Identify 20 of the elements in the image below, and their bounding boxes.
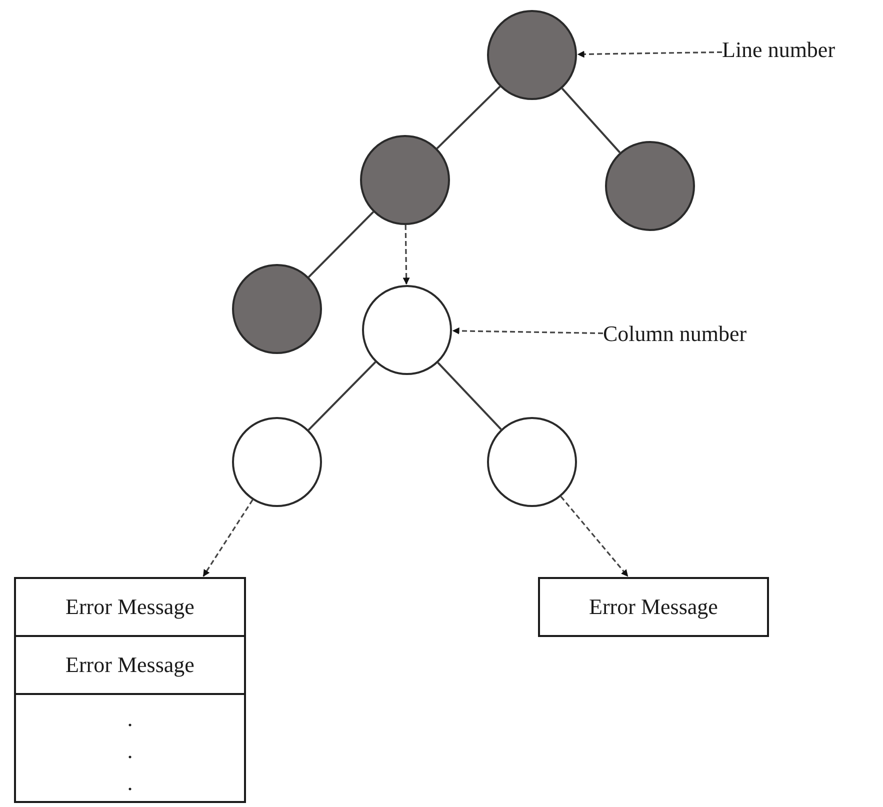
dashed-arrow — [577, 50, 722, 58]
dashed-arrow — [452, 327, 604, 334]
error-message-text: Error Message — [589, 594, 718, 620]
message-stack — [14, 577, 246, 803]
tree-branch-line — [308, 361, 376, 431]
message-box — [538, 577, 769, 637]
ellipsis-dot: . — [127, 737, 133, 765]
ellipsis-dot: . — [127, 769, 133, 797]
ellipsis-dot: . — [127, 705, 133, 733]
error-message-text: Error Message — [66, 594, 194, 620]
dashed-arrow — [402, 224, 410, 285]
callout-label: Column number — [603, 322, 747, 346]
tree-branch-line — [308, 211, 374, 278]
tree-branch-line — [437, 362, 502, 430]
dashed-arrow — [202, 499, 254, 577]
tree-branch-line — [561, 88, 621, 154]
tree-branch-line — [436, 86, 501, 150]
dashed-arrow — [560, 496, 628, 577]
callout-label: Line number — [722, 38, 836, 62]
error-message-text: Error Message — [66, 652, 194, 678]
